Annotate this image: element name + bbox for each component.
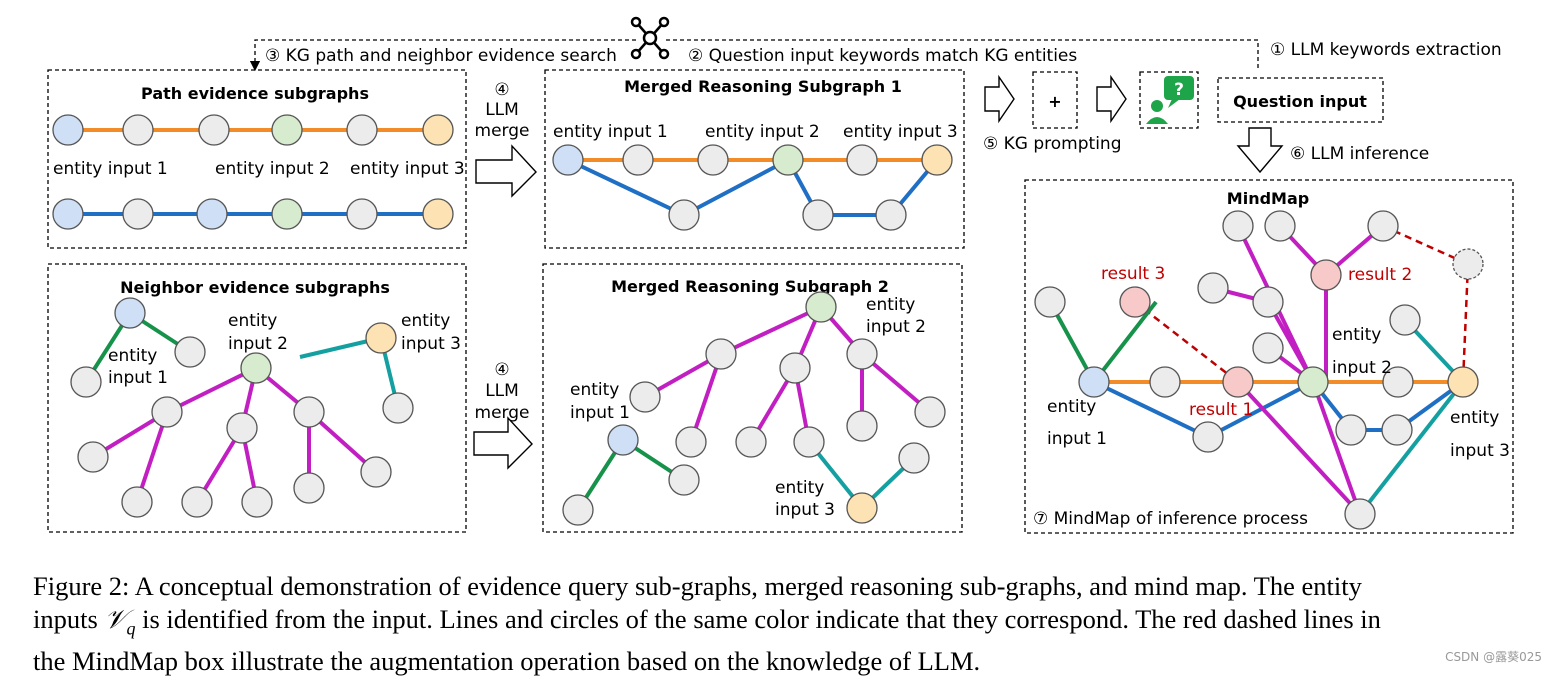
mm-label-entity-2a: entity <box>1332 325 1381 345</box>
neighbor-evidence-title: Neighbor evidence subgraphs <box>120 278 390 297</box>
neighbor-graph <box>70 297 414 518</box>
step-3-label: ③ KG path and neighbor evidence search <box>265 46 617 66</box>
path-label-entity-2: entity input 2 <box>215 159 330 179</box>
result-1-label: result 1 <box>1189 400 1253 420</box>
m2-label-entity-1b: input 1 <box>570 403 630 423</box>
mm-label-entity-2b: input 2 <box>1332 358 1392 378</box>
result-3-label: result 3 <box>1101 264 1165 284</box>
path-label-entity-1: entity input 1 <box>53 159 168 179</box>
merged-subgraph-1-title: Merged Reasoning Subgraph 1 <box>624 77 902 96</box>
caption-line-2: inputs 𝒱q is identified from the input. … <box>33 603 1543 645</box>
caption-math-symbol: 𝒱 <box>104 604 127 634</box>
neighbor-label-entity-1a: entity <box>108 346 157 366</box>
question-input-box <box>1217 77 1384 123</box>
neighbor-label-entity-3a: entity <box>401 311 450 331</box>
m1-label-entity-1: entity input 1 <box>553 122 668 142</box>
merged-subgraph-1-panel <box>544 69 965 249</box>
merged-subgraph-2-panel <box>542 263 963 533</box>
merge1-arrow <box>475 144 537 198</box>
diagram-canvas: ③ KG path and neighbor evidence search ②… <box>47 16 1514 534</box>
path-row-orange <box>52 114 454 146</box>
merged-subgraph-2-title: Merged Reasoning Subgraph 2 <box>611 277 889 296</box>
mindmap-graph <box>1034 210 1484 530</box>
mindmap-title: MindMap <box>1227 189 1309 208</box>
merge2-step-num: ④ <box>494 360 509 380</box>
plus-box <box>1032 71 1078 129</box>
m2-label-entity-2b: input 2 <box>866 317 926 337</box>
neighbor-label-entity-2b: input 2 <box>228 334 288 354</box>
merged-subgraph-2-graph <box>562 291 946 526</box>
graph-hub-icon <box>630 16 670 60</box>
question-input-label: Question input <box>1233 92 1367 111</box>
step-1-label: ① LLM keywords extraction <box>1270 40 1502 60</box>
m2-label-entity-2a: entity <box>866 295 915 315</box>
step-5-label: ⑤ KG prompting <box>983 134 1121 154</box>
caption-line-2-post: is identified from the input. Lines and … <box>142 604 1381 634</box>
neighbor-label-entity-3b: input 3 <box>401 334 461 354</box>
top-flow-connector <box>249 39 1259 72</box>
step-7-label: ⑦ MindMap of inference process <box>1033 509 1308 529</box>
caption-line-3: the MindMap box illustrate the augmentat… <box>33 646 981 677</box>
chat-question-icon: ? <box>1146 76 1194 124</box>
path-row-blue <box>52 198 454 230</box>
svg-text:?: ? <box>1174 80 1184 100</box>
caption-math-subscript: q <box>126 618 136 639</box>
prompt-arrow-2 <box>1096 74 1127 124</box>
merged-subgraph-1-graph <box>552 144 953 231</box>
step-2-label: ② Question input keywords match KG entit… <box>688 46 1077 66</box>
merge1-step-num: ④ <box>494 80 509 100</box>
chat-icon-box <box>1139 71 1199 129</box>
neighbor-label-entity-1b: input 1 <box>108 368 168 388</box>
merge1-merge: merge <box>475 121 530 141</box>
caption-line-1: Figure 2: A conceptual demonstration of … <box>33 571 1362 601</box>
m2-label-entity-1a: entity <box>570 380 619 400</box>
mm-label-entity-3b: input 3 <box>1450 441 1510 461</box>
m1-label-entity-3: entity input 3 <box>843 122 958 142</box>
inference-arrow <box>1236 127 1284 174</box>
neighbor-label-entity-2a: entity <box>228 311 277 331</box>
m2-label-entity-3a: entity <box>775 478 824 498</box>
mm-label-entity-1a: entity <box>1047 397 1096 417</box>
caption-line-2-pre: inputs <box>33 604 98 634</box>
result-2-label: result 2 <box>1348 265 1412 285</box>
m2-label-entity-3b: input 3 <box>775 500 835 520</box>
watermark: CSDN @露葵025 <box>1445 650 1542 664</box>
mm-label-entity-3a: entity <box>1450 408 1499 428</box>
m1-label-entity-2: entity input 2 <box>705 122 820 142</box>
figure-caption: Figure 2: A conceptual demonstration of … <box>33 570 1543 678</box>
mindmap-panel <box>1024 179 1514 534</box>
mm-label-entity-1b: input 1 <box>1047 429 1107 449</box>
prompt-arrow-1 <box>984 74 1015 124</box>
path-evidence-title: Path evidence subgraphs <box>141 84 369 103</box>
path-label-entity-3: entity input 3 <box>350 159 465 179</box>
step-6-label: ⑥ LLM inference <box>1290 144 1429 164</box>
merge2-merge: merge <box>475 403 530 423</box>
merge2-llm: LLM <box>485 381 519 401</box>
merge2-arrow <box>473 416 533 470</box>
merge1-llm: LLM <box>485 100 519 120</box>
plus-sign: + <box>1048 92 1061 111</box>
path-evidence-panel <box>47 69 467 249</box>
